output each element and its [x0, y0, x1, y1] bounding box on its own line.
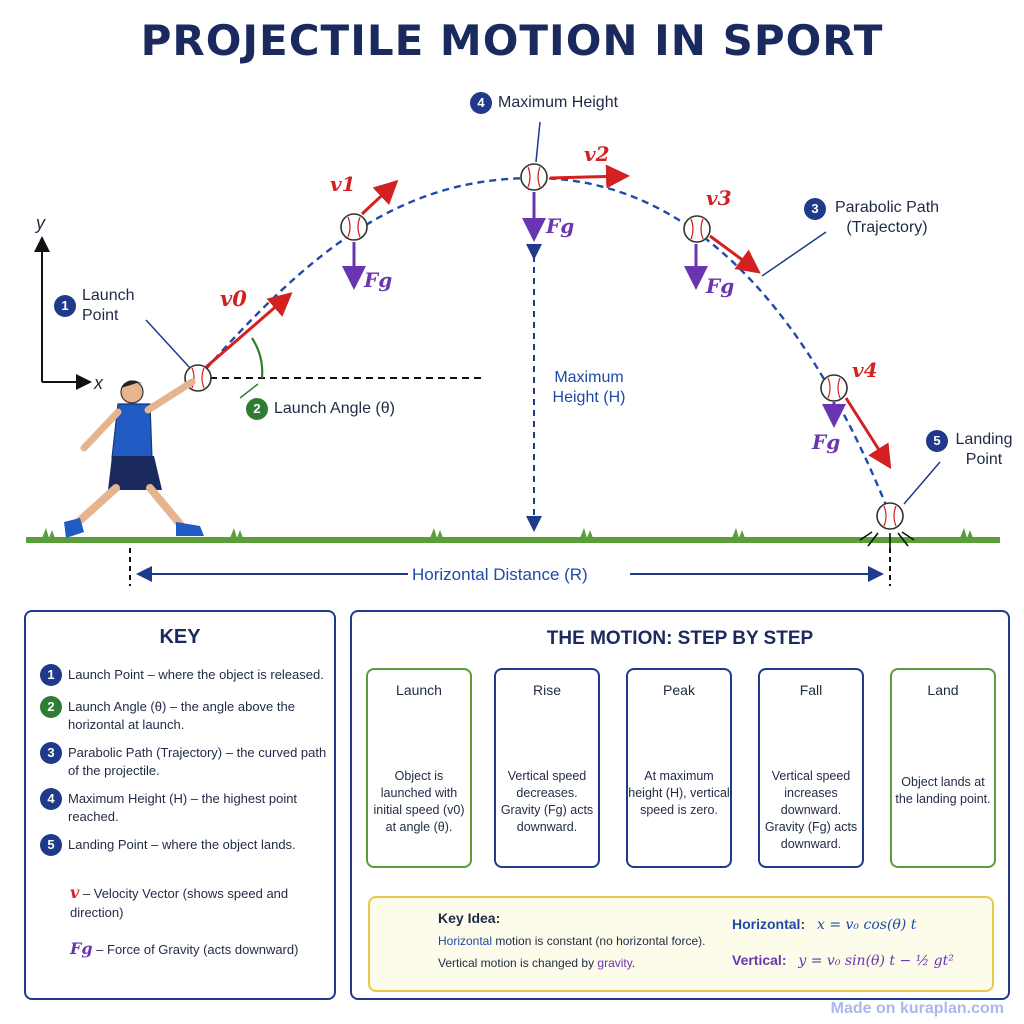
- key-idea-box: Key Idea: Horizontal motion is constant …: [368, 896, 994, 992]
- number-badge: 3: [40, 742, 62, 764]
- horizontal-equation: Horizontal: x = v₀ cos(θ) t: [732, 916, 917, 933]
- fg4-label: Fg: [812, 430, 841, 454]
- fg1-label: Fg: [364, 268, 393, 292]
- watermark: Made on kuraplan.com: [830, 1000, 1004, 1017]
- step-land: Land Object lands at the landing point.: [890, 668, 996, 868]
- v2-label: v2: [584, 142, 610, 166]
- axes: [34, 236, 92, 390]
- key-panel: KEY 1 Launch Point – where the object is…: [24, 610, 336, 1000]
- number-badge: 4: [40, 788, 62, 810]
- velocity-v3-arrow: [709, 234, 761, 274]
- key-idea-line2: Vertical motion is changed by gravity.: [438, 956, 636, 970]
- number-badge: 4: [470, 92, 492, 114]
- page-title: PROJECTILE MOTION IN SPORT: [140, 16, 884, 65]
- launch-point-label: 1Launch Point: [54, 286, 164, 326]
- number-badge: 5: [926, 430, 948, 452]
- velocity-v2-arrow: [549, 164, 630, 189]
- key-gravity: Fg – Force of Gravity (acts downward): [70, 939, 299, 958]
- y-axis-label: y: [36, 213, 45, 233]
- fg3-label: Fg: [706, 274, 735, 298]
- ball-landing: [876, 502, 904, 530]
- step-launch: Launch Object is launched with initial s…: [366, 668, 472, 868]
- key-idea-line1: Horizontal motion is constant (no horizo…: [438, 934, 706, 948]
- v1-label: v1: [330, 172, 356, 196]
- number-badge: 3: [804, 198, 826, 220]
- number-badge: 1: [40, 664, 62, 686]
- v0-label: v0: [220, 286, 247, 311]
- v3-label: v3: [706, 186, 732, 210]
- ball-peak: [520, 163, 548, 191]
- number-badge: 2: [246, 398, 268, 420]
- number-badge: 2: [40, 696, 62, 718]
- step-peak: Peak At maximum height (H), vertical spe…: [626, 668, 732, 868]
- fg2-label: Fg: [546, 214, 575, 238]
- x-axis-label: x: [94, 373, 103, 393]
- max-height-h-label: Maximum Height (H): [552, 369, 626, 406]
- horizontal-distance-label: Horizontal Distance (R): [412, 565, 588, 584]
- steps-title: THE MOTION: STEP BY STEP: [546, 628, 814, 649]
- key-velocity: v – Velocity Vector (shows speed and dir…: [70, 883, 289, 920]
- ball-rise: [340, 213, 368, 241]
- velocity-v4-arrow: [844, 397, 892, 470]
- step-fall: Fall Vertical speed increases downward. …: [758, 668, 864, 868]
- ball-descent: [683, 215, 711, 243]
- grass-tufts: [42, 528, 973, 538]
- step-rise: Rise Vertical speed decreases. Gravity (…: [494, 668, 600, 868]
- velocity-v1-arrow: [360, 179, 399, 216]
- v4-label: v4: [852, 358, 878, 382]
- vertical-equation: Vertical: y = v₀ sin(θ) t − ½ gt²: [732, 952, 954, 969]
- key-title: KEY: [159, 626, 201, 648]
- velocity-v0-arrow: [204, 292, 293, 370]
- gravity-symbol: Fg: [70, 939, 93, 958]
- impact-lines: [859, 531, 915, 548]
- velocity-symbol: v: [70, 883, 80, 902]
- number-badge: 5: [40, 834, 62, 856]
- angle-arc: [251, 337, 264, 379]
- athlete-figure: [64, 378, 204, 538]
- trajectory-path: [197, 176, 892, 516]
- key-idea-title: Key Idea:: [438, 910, 501, 926]
- number-badge: 1: [54, 295, 76, 317]
- ball-fall: [820, 374, 848, 402]
